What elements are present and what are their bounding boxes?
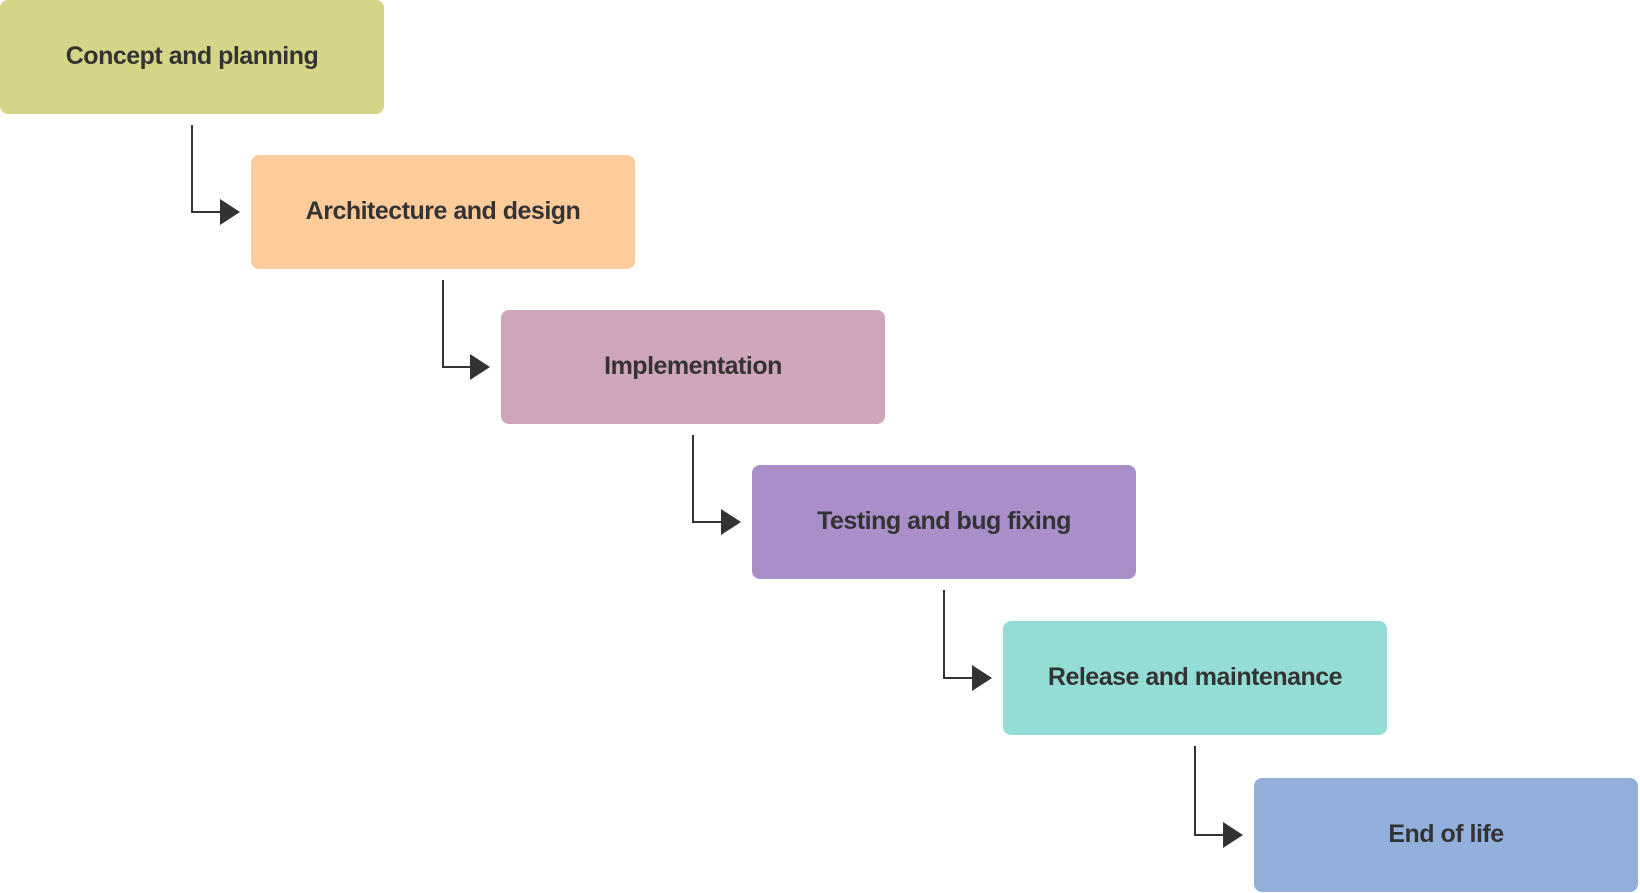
connector-arrow [1194,746,1243,848]
arrowhead-icon [972,665,992,691]
stage-box-architecture-and-design: Architecture and design [251,155,635,269]
connector-arrow [692,435,741,535]
stage-label: End of life [1388,819,1504,848]
connector-line [692,435,723,523]
stage-label: Release and maintenance [1047,662,1343,691]
connector-line [943,590,974,679]
stage-box-implementation: Implementation [501,310,885,424]
stage-box-testing-and-bug-fixing: Testing and bug fixing [752,465,1136,579]
stage-label: Architecture and design [305,196,581,225]
connector-arrow [442,280,490,380]
arrowhead-icon [220,199,240,225]
connector-line [442,280,472,368]
connector-arrow [943,590,992,691]
arrowhead-icon [470,354,490,380]
connector-arrow [191,125,240,225]
connector-line [1194,746,1225,836]
connector-line [191,125,222,213]
arrowhead-icon [1223,822,1243,848]
stage-box-concept-and-planning: Concept and planning [0,0,384,114]
arrowhead-icon [721,509,741,535]
stage-label: Concept and planning [65,41,319,70]
stage-label: Testing and bug fixing [817,506,1071,535]
stage-label: Implementation [604,351,782,380]
stage-box-release-and-maintenance: Release and maintenance [1003,621,1387,735]
stage-box-end-of-life: End of life [1254,778,1638,892]
